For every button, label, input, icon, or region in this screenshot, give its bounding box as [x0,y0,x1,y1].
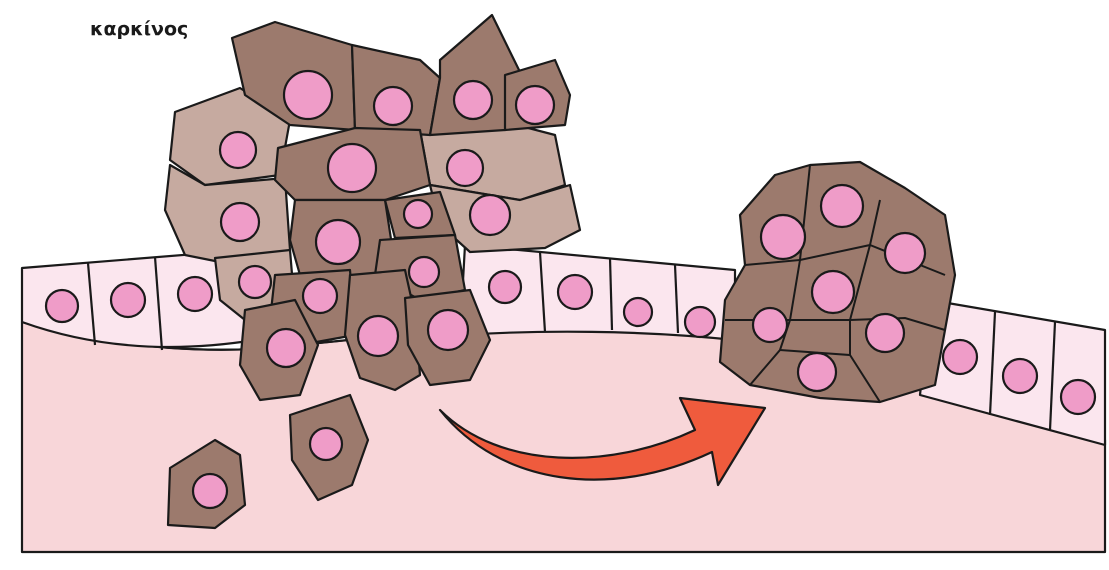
nucleus [685,307,715,337]
nucleus [821,185,863,227]
nucleus [221,203,259,241]
nucleus [111,283,145,317]
secondary-tumor [720,162,955,402]
nucleus [310,428,342,460]
nucleus [812,271,854,313]
nucleus [404,200,432,228]
nucleus [178,277,212,311]
epithelium-middle [460,245,735,340]
nucleus [798,353,836,391]
nucleus [428,310,468,350]
nucleus [943,340,977,374]
nucleus [866,314,904,352]
nucleus [558,275,592,309]
nucleus [316,220,360,264]
nucleus [284,71,332,119]
nucleus [374,87,412,125]
nucleus [624,298,652,326]
nucleus [470,195,510,235]
nucleus [46,290,78,322]
nucleus [220,132,256,168]
nucleus [358,316,398,356]
nucleus [193,474,227,508]
nucleus [1003,359,1037,393]
nucleus [761,215,805,259]
nucleus [409,257,439,287]
nucleus [267,329,305,367]
nucleus [239,266,271,298]
nucleus [753,308,787,342]
nucleus [885,233,925,273]
nucleus [516,86,554,124]
nucleus [303,279,337,313]
nucleus [489,271,521,303]
nucleus [328,144,376,192]
nucleus [1061,380,1095,414]
nucleus [454,81,492,119]
nucleus [447,150,483,186]
